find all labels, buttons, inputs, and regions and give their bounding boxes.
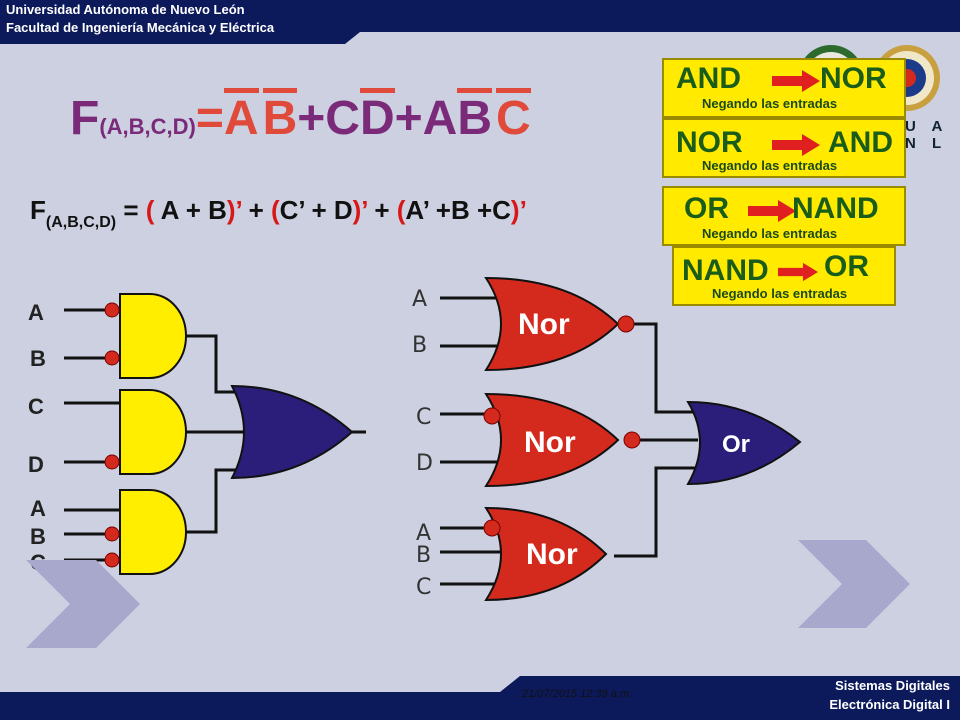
right-input-label: B — [416, 543, 431, 568]
right-input-label: A — [416, 521, 431, 546]
right-input-label: C — [416, 575, 431, 600]
card-and-to-nor: AND NOR Negando las entradas — [662, 58, 906, 118]
nor-gate-label: Nor — [526, 538, 578, 571]
footer-bar — [0, 676, 960, 720]
left-input-label: B — [30, 524, 46, 549]
card-or-to-nand: OR NAND Negando las entradas — [662, 186, 906, 246]
header-bar — [0, 0, 960, 44]
right-input-label: C — [416, 405, 431, 430]
arrow-right-icon — [748, 200, 796, 222]
left-input-label: D — [28, 452, 44, 477]
university-name: Universidad Autónoma de Nuevo León — [6, 2, 245, 17]
next-slide-chevron-icon[interactable] — [798, 540, 910, 628]
nor-gate-label: Nor — [518, 308, 570, 341]
footer-course: Sistemas Digitales — [835, 678, 950, 693]
card-nor-to-and: NOR AND Negando las entradas — [662, 118, 906, 178]
faculty-name: Facultad de Ingeniería Mecánica y Eléctr… — [6, 20, 275, 35]
previous-slide-chevron-icon[interactable] — [26, 560, 140, 648]
boolean-equation-alt: F(A,B,C,D) = ( A + B)’ + (C’ + D)’ + (A’… — [30, 195, 527, 231]
arrow-right-icon — [778, 262, 818, 282]
right-input-label: A — [412, 287, 427, 312]
arrow-right-icon — [772, 134, 820, 156]
card-nand-to-or: NAND OR Negando las entradas — [672, 246, 896, 306]
right-input-label: B — [412, 333, 427, 358]
footer-subject: Electrónica Digital I — [829, 697, 950, 712]
footer-date: 21/07/2015 12:39 a.m. — [522, 688, 633, 700]
right-input-label: D — [416, 451, 433, 476]
nor-gate-label: Nor — [524, 426, 576, 459]
boolean-equation-main: F(A,B,C,D)=AB+CD+ABC — [70, 88, 531, 146]
or-gate-label: Or — [722, 431, 750, 458]
left-input-label: A — [28, 300, 44, 325]
uanl-logo-text: U A N L — [905, 118, 948, 152]
left-input-label: B — [30, 346, 46, 371]
left-input-label: A — [30, 496, 46, 521]
arrow-right-icon — [772, 70, 820, 92]
left-input-label: C — [28, 394, 44, 419]
